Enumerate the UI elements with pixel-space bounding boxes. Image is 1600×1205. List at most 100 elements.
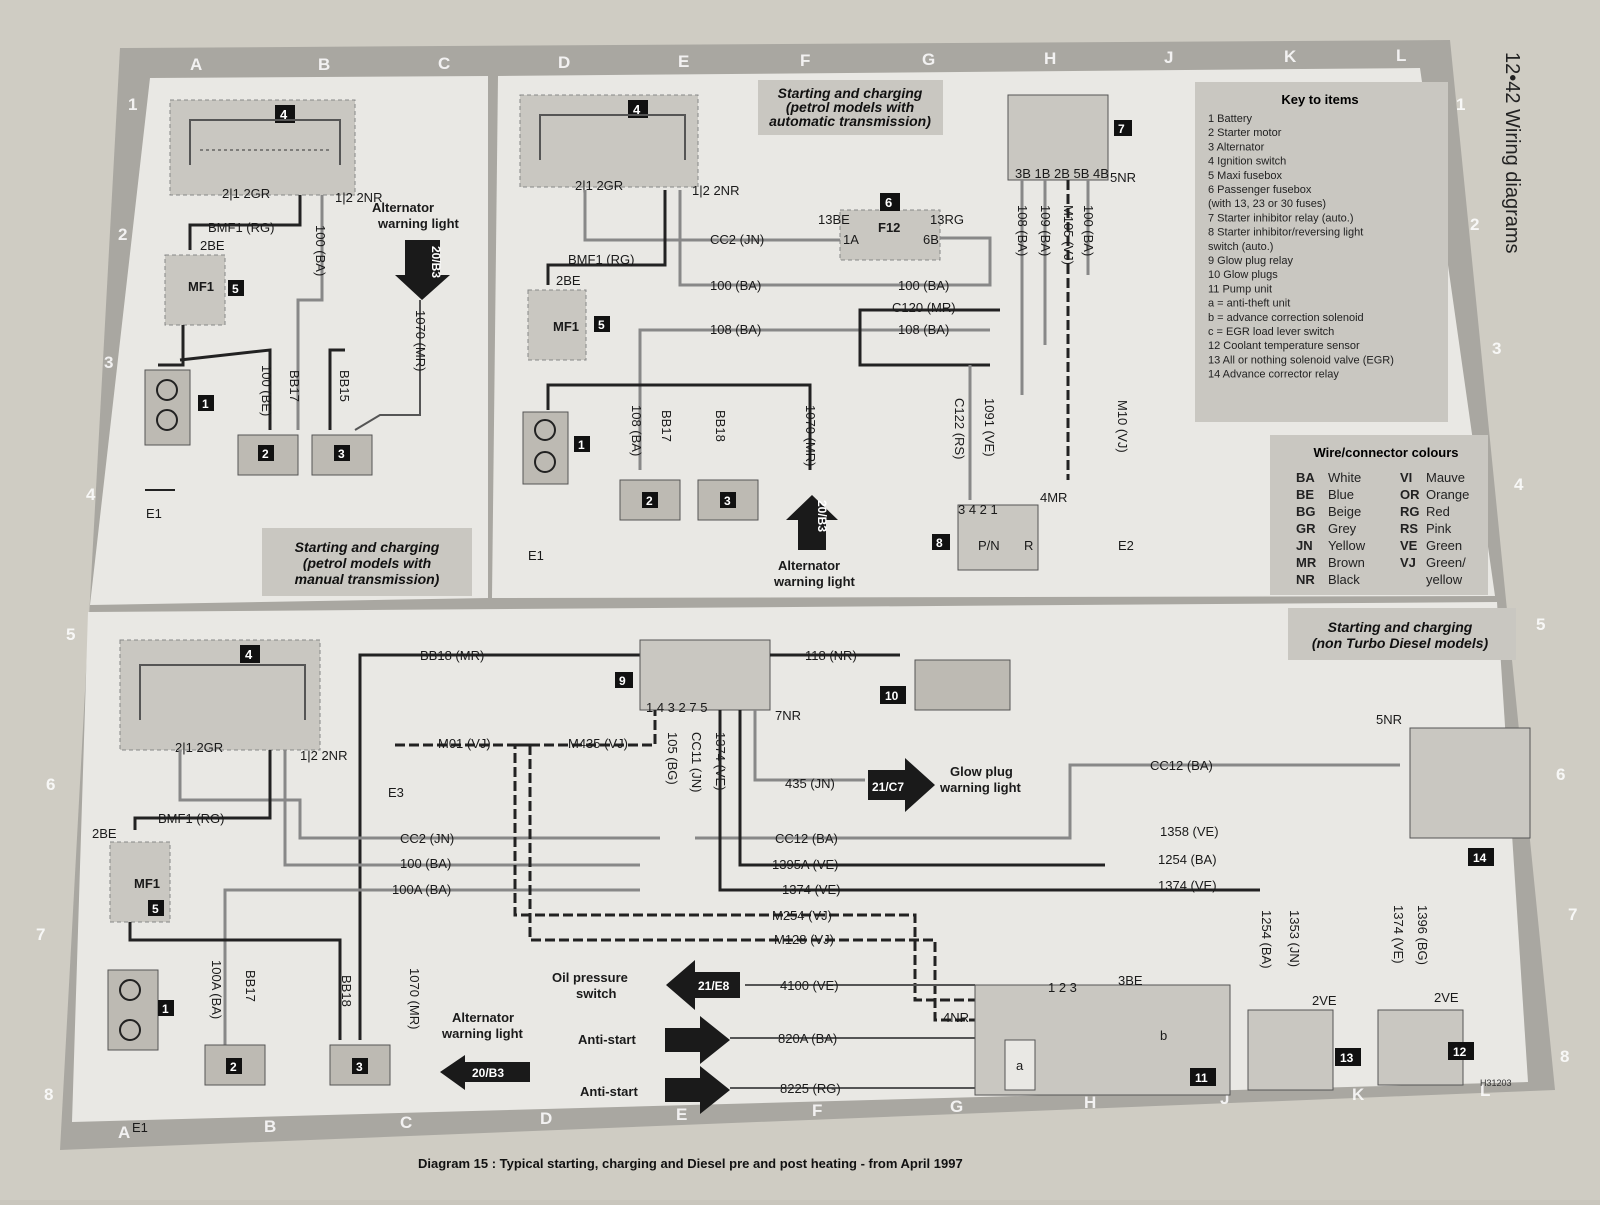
key-item: 11 Pump unit (1208, 283, 1272, 295)
key-item: b = advance correction solenoid (1208, 312, 1364, 324)
grid-row-7-left: 7 (36, 925, 45, 944)
item-badge-10: 10 (885, 689, 899, 703)
item-badge-5-auto: 5 (598, 318, 605, 332)
item-badge-1-diesel: 1 (162, 1002, 169, 1016)
item-badge-8: 8 (936, 536, 943, 550)
relay9-7nr: 7NR (775, 708, 801, 723)
wire-8225rg: 8225 (RG) (780, 1081, 841, 1096)
grid-col-d-bottom: D (540, 1109, 552, 1128)
item-badge-12: 12 (1453, 1045, 1467, 1059)
wire-m435vj: M435 (VJ) (568, 736, 628, 751)
diesel-title-l1: Starting and charging (1328, 619, 1473, 635)
colour-code: VE (1400, 538, 1418, 553)
earth-e1-auto: E1 (528, 548, 544, 563)
wire-109ba: 109 (BA) (1038, 205, 1053, 256)
relay-pins: 3B 1B 2B 5B 4B (1015, 166, 1109, 181)
battery-symbol (144, 369, 191, 446)
item-badge-5-diesel: 5 (152, 902, 159, 916)
diesel-title-l2: (non Turbo Diesel models) (1312, 635, 1489, 651)
key-item: 12 Coolant temperature sensor (1208, 340, 1360, 352)
item-badge-4-label: 4 (280, 107, 288, 122)
wire-1353jn: 1353 (JN) (1287, 910, 1302, 967)
item-badge-5: 5 (232, 282, 239, 296)
section-automatic: 4 2|1 2GR 1|2 2NR Starting and charging … (519, 80, 1136, 589)
wire-435jn: 435 (JN) (785, 776, 835, 791)
wire-1374ve-vert-2: 1374 (VE) (1391, 905, 1406, 964)
colour-code: Orange (1426, 487, 1469, 502)
grid-col-g-top: G (922, 50, 935, 69)
wire-108ba-relay: 108 (BA) (1015, 205, 1030, 256)
grid-col-k-top: K (1284, 47, 1297, 66)
diagram-caption: Diagram 15 : Typical starting, charging … (418, 1156, 963, 1171)
wire-1396bg: 1396 (BG) (1415, 905, 1430, 965)
grid-row-6-left: 6 (46, 775, 55, 794)
grid-col-h-bottom: H (1084, 1093, 1096, 1112)
wire-100ba: 100 (BA) (313, 225, 328, 276)
grid-col-e-bottom: E (676, 1105, 687, 1124)
oil-switch-l2: switch (576, 986, 617, 1001)
key-item: 2 Starter motor (1208, 127, 1282, 139)
item-badge-3-auto: 3 (724, 494, 731, 508)
ign-pins-auto: 2|1 2GR (575, 178, 623, 193)
section-manual: 4 2|1 2GR 1|2 2NR BMF1 (RG) 100 (BA) MF1… (144, 99, 472, 596)
grid-col-a-top: A (190, 55, 202, 74)
manual-title-l3: manual transmission) (295, 571, 440, 587)
alt-warning-label-l1: Alternator (372, 200, 434, 215)
auto-title-l2: (petrol models with (786, 99, 914, 115)
grid-row-5-right: 5 (1536, 615, 1545, 634)
relay14-5nr: 5NR (1376, 712, 1402, 727)
colour-code: Mauve (1426, 470, 1465, 485)
colour-code: Red (1426, 504, 1450, 519)
wire-1070mr: 1070 (MR) (413, 310, 428, 371)
key-item: 8 Starter inhibitor/reversing light (1208, 227, 1363, 239)
grid-row-4-left: 4 (86, 485, 96, 504)
ignition-switch-box-3 (119, 639, 321, 751)
ref-21e8: 21/E8 (698, 979, 730, 993)
colour-code: Pink (1426, 521, 1452, 536)
wire-2be: 2BE (200, 238, 225, 253)
wire-4100ve: 4100 (VE) (780, 978, 839, 993)
wire-1374ve: 1374 (VE) (782, 882, 841, 897)
grid-col-f-bottom: F (812, 1101, 822, 1120)
relay-5nr: 5NR (1110, 170, 1136, 185)
item-badge-2: 2 (262, 447, 269, 461)
pin-1a: 1A (843, 232, 859, 247)
oil-switch-l1: Oil pressure (552, 970, 628, 985)
key-item: 4 Ignition switch (1208, 156, 1286, 168)
grid-row-6-right: 6 (1556, 765, 1565, 784)
maxi-fusebox-auto (527, 289, 587, 361)
wire-105bg: 105 (BG) (665, 732, 680, 785)
key-item: (with 13, 23 or 30 fuses) (1208, 198, 1326, 210)
wire-100ba-auto-2: 100 (BA) (898, 278, 949, 293)
grid-col-b-bottom: B (264, 1117, 276, 1136)
alt-warning-arrow-auto (786, 495, 838, 550)
wire-m254vj: M254 (VJ) (772, 908, 832, 923)
item-badge-13: 13 (1340, 1051, 1354, 1065)
auto-title-box (758, 80, 943, 135)
battery-symbol-diesel (107, 969, 159, 1051)
key-item: a = anti-theft unit (1208, 298, 1290, 310)
wire-1254ba: 1254 (BA) (1158, 852, 1217, 867)
colour-code: Brown (1328, 555, 1365, 570)
grid-row-8-left: 8 (44, 1085, 53, 1104)
auto-title-l3: automatic transmission) (769, 113, 931, 129)
item-badge-3-diesel: 3 (356, 1060, 363, 1074)
grid-col-k-bottom: K (1352, 1085, 1365, 1104)
wire-bmf1: BMF1 (RG) (208, 220, 274, 235)
auto-title-l1: Starting and charging (778, 85, 923, 101)
alt-warning-arrow (395, 240, 450, 300)
wire-108ba-2: 108 (BA) (898, 322, 949, 337)
key-item: c = EGR load lever switch (1208, 326, 1334, 338)
colours-box (1270, 435, 1488, 595)
colour-code: Green (1426, 538, 1462, 553)
grid-col-d-top: D (558, 53, 570, 72)
wire-1091ve: 1091 (VE) (982, 398, 997, 457)
item-badge-2-diesel: 2 (230, 1060, 237, 1074)
grid-row-1-left: 1 (128, 95, 137, 114)
wire-m105vj: M105 (VJ) (1061, 205, 1076, 265)
wire-m128vj: M128 (VJ) (774, 932, 834, 947)
colour-code: Blue (1328, 487, 1354, 502)
section-diesel: Starting and charging (non Turbo Diesel … (92, 608, 1531, 1135)
mf1-label: MF1 (188, 279, 214, 294)
